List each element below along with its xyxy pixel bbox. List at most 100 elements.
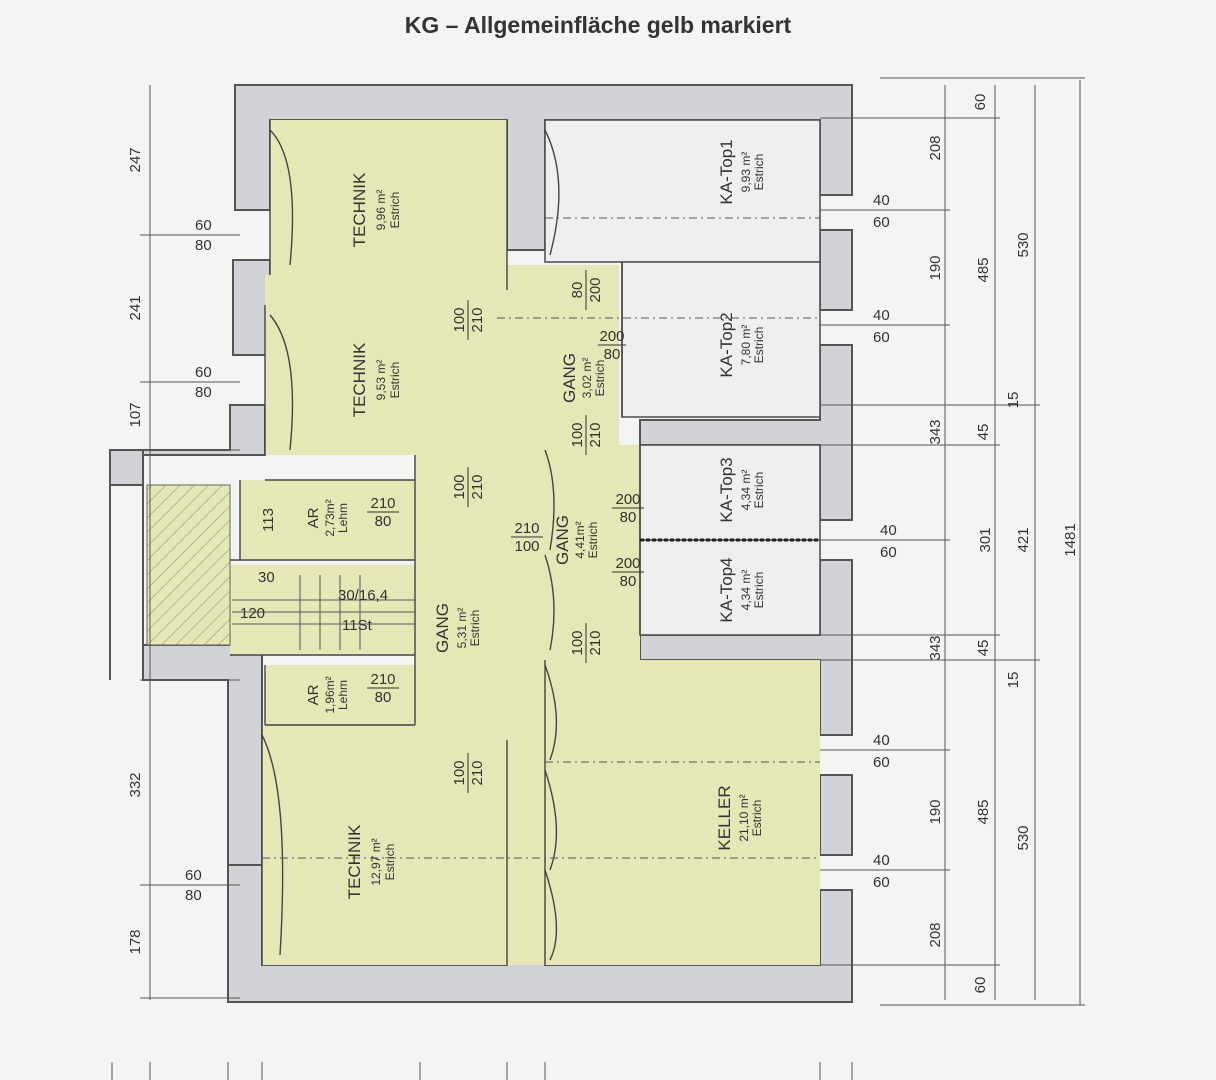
label-technik-3: TECHNIK 12,97 m² Estrich — [345, 824, 397, 899]
svg-text:2,73m²: 2,73m² — [323, 499, 337, 536]
stair-area — [230, 565, 415, 655]
svg-text:200: 200 — [615, 555, 640, 572]
svg-text:KA-Top4: KA-Top4 — [717, 557, 736, 622]
stair-width-label: 120 — [240, 605, 265, 622]
dim-left-107: 107 — [127, 402, 144, 427]
page-title: KG – Allgemeinfläche gelb markiert — [404, 12, 792, 38]
svg-text:GANG: GANG — [553, 515, 572, 565]
svg-text:9,53 m²: 9,53 m² — [374, 360, 388, 401]
label-ar-1: AR 2,73m² Lehm — [305, 499, 350, 536]
svg-text:208: 208 — [927, 135, 944, 160]
svg-text:Estrich: Estrich — [383, 844, 397, 881]
svg-text:KA-Top3: KA-Top3 — [717, 457, 736, 522]
svg-text:530: 530 — [1015, 825, 1032, 850]
svg-text:485: 485 — [975, 799, 992, 824]
svg-text:60: 60 — [972, 977, 989, 994]
svg-text:Estrich: Estrich — [752, 327, 766, 364]
dim-lines-right — [820, 77, 1085, 1006]
svg-text:9,93 m²: 9,93 m² — [739, 152, 753, 193]
svg-text:KA-Top2: KA-Top2 — [717, 312, 736, 377]
room-ka-top3 — [639, 444, 821, 541]
dim-right-40-2: 40 — [873, 307, 890, 324]
dim-right-60-c: 60 — [880, 544, 897, 561]
svg-text:GANG: GANG — [560, 353, 579, 403]
svg-text:332: 332 — [127, 772, 144, 797]
dim-right-530-top: 530 — [1015, 232, 1032, 257]
technik-room-1 — [270, 120, 507, 275]
svg-text:190: 190 — [927, 255, 944, 280]
svg-text:80: 80 — [375, 513, 392, 530]
svg-text:7,80 m²: 7,80 m² — [739, 325, 753, 366]
room-ka-top4 — [639, 539, 821, 636]
svg-text:15: 15 — [1005, 672, 1022, 689]
svg-text:421: 421 — [1015, 527, 1032, 552]
dim-left-332: 332 — [127, 772, 144, 797]
svg-text:1,96m²: 1,96m² — [323, 676, 337, 713]
dim-right-60-bottom: 60 — [972, 977, 989, 994]
label-technik-1: TECHNIK 9,96 m² Estrich — [350, 172, 402, 247]
technik-room-3 — [262, 725, 507, 965]
dim-right-60-e: 60 — [873, 874, 890, 891]
svg-text:190: 190 — [927, 799, 944, 824]
label-ka-top1: KA-Top1 9,93 m² Estrich — [717, 139, 766, 204]
svg-text:TECHNIK: TECHNIK — [350, 172, 369, 247]
stair-count-label: 11St — [342, 617, 373, 634]
svg-text:210: 210 — [587, 422, 604, 447]
svg-text:21,10 m²: 21,10 m² — [737, 794, 751, 841]
dim-right-60-b: 60 — [873, 329, 890, 346]
label-gang-3: GANG 4,41m² Estrich — [553, 515, 600, 565]
dim-right-40-1: 40 — [873, 192, 890, 209]
svg-text:AR: AR — [305, 507, 322, 528]
dim-right-485-bottom: 485 — [975, 799, 992, 824]
stair-steps-label: 30/16,4 — [338, 587, 388, 604]
dim-right-15-bottom: 15 — [1005, 672, 1022, 689]
svg-text:4,34 m²: 4,34 m² — [739, 570, 753, 611]
door-label-4: 100 210 — [569, 415, 604, 455]
svg-text:45: 45 — [975, 424, 992, 441]
room-ka-top1 — [544, 119, 821, 263]
svg-text:GANG: GANG — [433, 603, 452, 653]
dim-right-208-bottom: 208 — [927, 922, 944, 947]
svg-text:5,31 m²: 5,31 m² — [455, 608, 469, 649]
ar-room-1 — [240, 480, 415, 560]
svg-text:80: 80 — [620, 573, 637, 590]
dim-right-45-bottom: 45 — [975, 640, 992, 657]
svg-text:210: 210 — [469, 474, 486, 499]
gang-room-3 — [497, 445, 640, 660]
svg-text:4,34 m²: 4,34 m² — [739, 470, 753, 511]
dim-right-343-top: 343 — [927, 419, 944, 444]
door-label-ar2: 210 80 — [367, 671, 399, 706]
dim-right-208-top: 208 — [927, 135, 944, 160]
dim-right-60-top: 60 — [972, 94, 989, 111]
dim-left-60-1: 60 — [195, 217, 212, 234]
label-ka-top3: KA-Top3 4,34 m² Estrich — [717, 457, 766, 522]
door-swings — [261, 129, 560, 961]
svg-text:KELLER: KELLER — [715, 785, 734, 850]
svg-text:Estrich: Estrich — [752, 572, 766, 609]
technik-room-2 — [265, 305, 507, 455]
door-label-6: 80 200 — [569, 270, 604, 310]
svg-text:100: 100 — [451, 307, 468, 332]
svg-text:241: 241 — [127, 295, 144, 320]
svg-text:210: 210 — [469, 760, 486, 785]
svg-text:Estrich: Estrich — [752, 154, 766, 191]
label-keller: KELLER 21,10 m² Estrich — [715, 785, 764, 850]
svg-text:TECHNIK: TECHNIK — [350, 342, 369, 417]
svg-text:530: 530 — [1015, 232, 1032, 257]
door-label-top2: 200 80 — [598, 328, 626, 363]
svg-text:210: 210 — [370, 671, 395, 688]
svg-text:Estrich: Estrich — [468, 610, 482, 647]
svg-text:80: 80 — [569, 282, 586, 299]
svg-text:Estrich: Estrich — [388, 192, 402, 229]
svg-text:343: 343 — [927, 419, 944, 444]
svg-text:100: 100 — [514, 538, 539, 555]
dim-right-60-a: 60 — [873, 214, 890, 231]
label-gang-1: GANG 5,31 m² Estrich — [433, 603, 482, 653]
stair-lines — [232, 575, 415, 650]
dim-left-247: 247 — [127, 147, 144, 172]
right-wall-1 — [819, 229, 853, 311]
dim-right-190-bottom: 190 — [927, 799, 944, 824]
door-label-top3: 200 80 — [612, 491, 644, 526]
label-ar-2: AR 1,96m² Lehm — [305, 676, 350, 713]
